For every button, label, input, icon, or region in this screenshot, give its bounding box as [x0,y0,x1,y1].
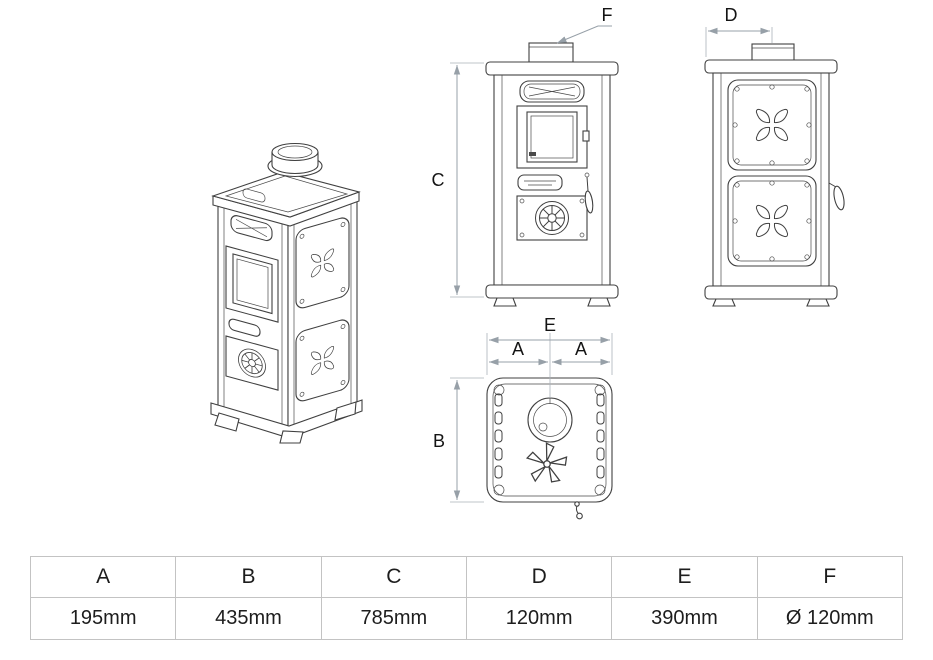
iso-side-panel-lower [295,319,350,402]
iso-top-vent [230,215,273,242]
top-view [486,377,613,520]
table-value-cell-c: 785mm [320,597,467,640]
table-value-cell-a: 195mm [29,597,177,640]
table-header-cell-c: C [320,556,467,598]
dim-A: A A [489,339,610,366]
dim-label-F: F [602,5,613,25]
iso-ash-door [225,335,279,391]
dim-label-A-left: A [512,339,524,359]
side-view [704,43,845,307]
table-header-cell-d: D [465,556,613,598]
table-header-cell-a: A [29,556,177,598]
dim-C: C [432,62,484,298]
iso-fire-door [225,245,279,323]
dim-B: B [433,377,484,503]
dim-label-C: C [432,170,445,190]
isometric-view [210,142,363,444]
iso-side-panel-upper [295,217,350,309]
dim-F: F [556,5,613,44]
table-value-row: 195mm 435mm 785mm 120mm 390mm Ø 120mm [29,597,904,640]
iso-plate-emblem [242,188,266,203]
table-value-cell-f: Ø 120mm [756,597,904,640]
dim-label-E: E [544,315,556,335]
dim-D: D [705,5,773,57]
dimensions-table: A B C D E F 195mm 435mm 785mm 120mm 390m… [29,556,904,640]
front-view [485,42,619,307]
table-value-cell-e: 390mm [611,597,758,640]
dim-E: E [486,315,613,398]
table-value-cell-d: 120mm [465,597,613,640]
table-header-cell-b: B [175,556,322,598]
dim-label-B: B [433,431,445,451]
table-header-cell-e: E [611,556,758,598]
dim-label-A-right: A [575,339,587,359]
table-header-cell-f: F [756,556,904,598]
iso-logo-plate [228,318,261,337]
table-header-row: A B C D E F [29,556,904,598]
stove-technical-drawing: F C D E [210,5,845,520]
table-value-cell-b: 435mm [175,597,322,640]
dimensions: F C D E [432,5,773,503]
dim-label-D: D [725,5,738,25]
